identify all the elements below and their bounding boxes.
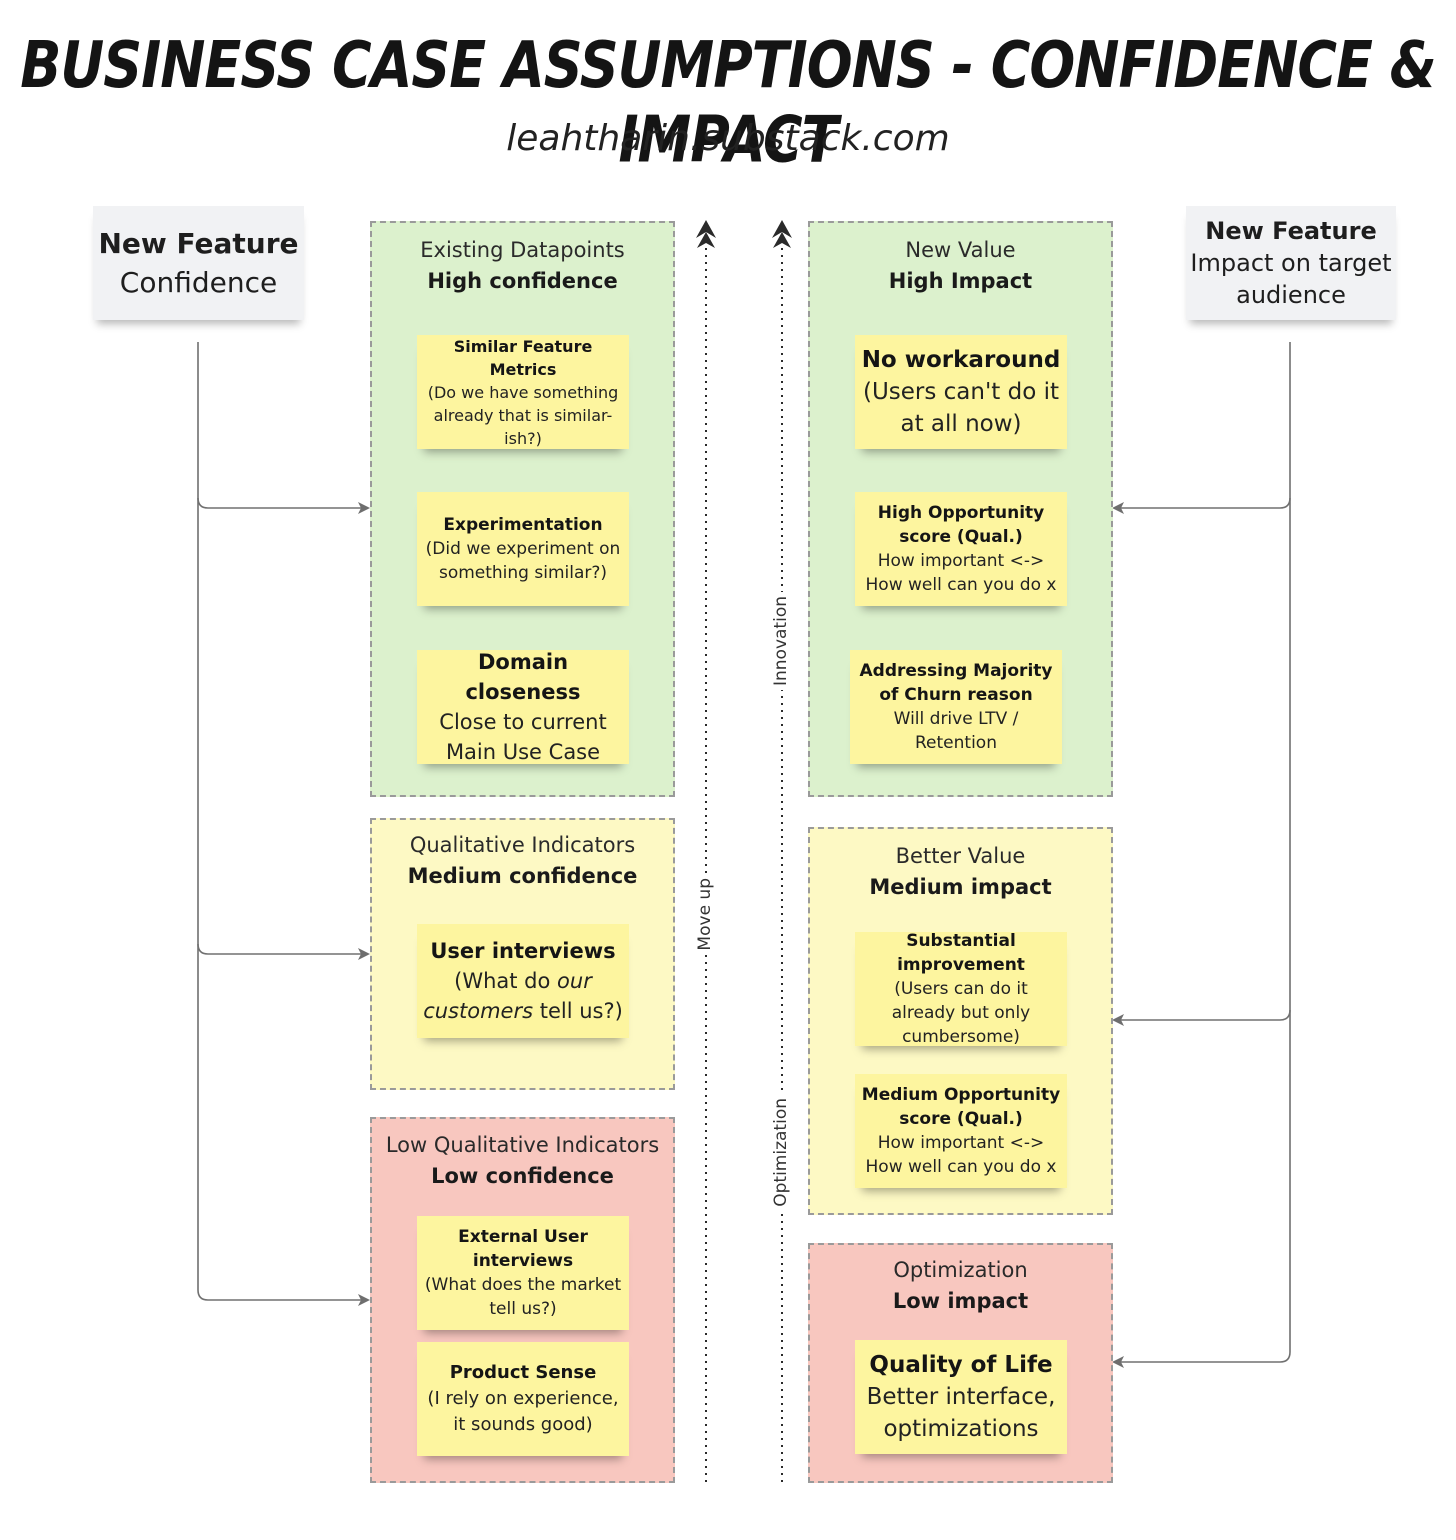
zone-level: Medium impact (869, 875, 1052, 899)
note-heading: Experimentation (443, 515, 603, 535)
right-connector-medium (1112, 1009, 1291, 1026)
note-body: (Did we experiment on something similar?… (425, 539, 621, 583)
note-product-sense: Product Sense (I rely on experience, it … (417, 1342, 629, 1456)
note-heading: Addressing Majority of Churn reason (859, 661, 1053, 705)
note-experimentation: Experimentation (Did we experiment on so… (417, 492, 629, 606)
note-heading: Domain closeness (465, 650, 581, 704)
note-heading: Medium Opportunity score (Qual.) (861, 1085, 1061, 1129)
note-quality-of-life: Quality of Life Better interface, optimi… (855, 1340, 1067, 1454)
zone-title: Better Value (895, 844, 1026, 868)
note-heading: Substantial improvement (897, 931, 1025, 975)
note-churn-reason: Addressing Majority of Churn reason Will… (850, 650, 1062, 764)
zone-title: Low Qualitative Indicators (385, 1133, 660, 1157)
page-subtitle: leahtharin.substack.com (506, 118, 950, 159)
right-connector-high (1112, 497, 1291, 514)
note-heading: No workaround (861, 347, 1061, 373)
note-user-interviews: User interviews (What do our customers t… (417, 924, 629, 1038)
note-heading: Quality of Life (869, 1352, 1053, 1378)
note-heading: Product Sense (449, 1362, 597, 1383)
note-substantial-improvement: Substantial improvement (Users can do it… (855, 931, 1067, 1047)
impact-card-title: New Feature (1205, 217, 1377, 245)
note-body: (What do our customers tell us?) (423, 969, 623, 1023)
impact-card: New Feature Impact on target audience (1186, 206, 1396, 320)
note-domain-closeness: Domain closeness Close to current Main U… (417, 650, 629, 764)
note-high-opportunity-score: High Opportunity score (Qual.) How impor… (855, 492, 1067, 606)
note-body: (Users can do it already but only cumber… (891, 979, 1031, 1047)
note-no-workaround: No workaround (Users can't do it at all … (855, 335, 1067, 449)
note-heading: Similar Feature Metrics (453, 336, 593, 379)
note-body-2: How well can you do x (865, 575, 1057, 595)
confidence-card: New Feature Confidence (93, 206, 304, 320)
note-body-1: How important <-> (877, 551, 1045, 571)
left-connector-high (197, 497, 370, 514)
note-heading: User interviews (430, 939, 616, 963)
page-title: Business Case Assumptions - Confidence &… (20, 28, 1437, 177)
note-body: Will drive LTV / Retention (893, 709, 1019, 753)
zone-title: New Value (905, 238, 1016, 262)
zone-level: High Impact (888, 269, 1033, 293)
zone-level: High confidence (427, 269, 618, 293)
note-body-1: How important <-> (877, 1133, 1045, 1153)
zone-title: Optimization (893, 1258, 1028, 1282)
left-axis-arrowhead (696, 220, 716, 238)
note-external-user-interviews: External User interviews (What does the … (417, 1216, 629, 1330)
zone-title: Existing Datapoints (420, 238, 625, 262)
note-body: (Do we have something already that is si… (427, 382, 619, 448)
note-heading: External User interviews (458, 1227, 588, 1271)
note-body: (What does the market tell us?) (424, 1275, 622, 1319)
left-connector-trunk (197, 342, 370, 1306)
note-medium-opportunity-score: Medium Opportunity score (Qual.) How imp… (855, 1074, 1067, 1188)
innovation-label: Innovation (771, 592, 791, 691)
right-connector-trunk (1112, 342, 1291, 1368)
note-body-2: How well can you do x (865, 1157, 1057, 1177)
move-up-label: Move up (695, 874, 715, 955)
impact-card-subtitle: Impact on target audience (1190, 249, 1392, 309)
optimization-label: Optimization (771, 1094, 791, 1211)
note-heading: High Opportunity score (Qual.) (877, 503, 1045, 547)
note-body: Better interface, optimizations (866, 1384, 1056, 1442)
zone-level: Low confidence (431, 1164, 614, 1188)
note-body: Close to current Main Use Case (439, 710, 607, 764)
confidence-card-title: New Feature (98, 227, 299, 260)
right-axis-arrowhead (772, 220, 792, 238)
note-body: (Users can't do it at all now) (862, 379, 1060, 437)
zone-level: Medium confidence (407, 864, 638, 888)
confidence-card-subtitle: Confidence (119, 266, 278, 299)
note-body: (I rely on experience, it sounds good) (427, 1388, 619, 1435)
left-connector-medium (197, 943, 370, 960)
note-similar-feature-metrics: Similar Feature Metrics (Do we have some… (417, 335, 629, 449)
zone-title: Qualitative Indicators (409, 833, 636, 857)
zone-level: Low impact (892, 1289, 1029, 1313)
